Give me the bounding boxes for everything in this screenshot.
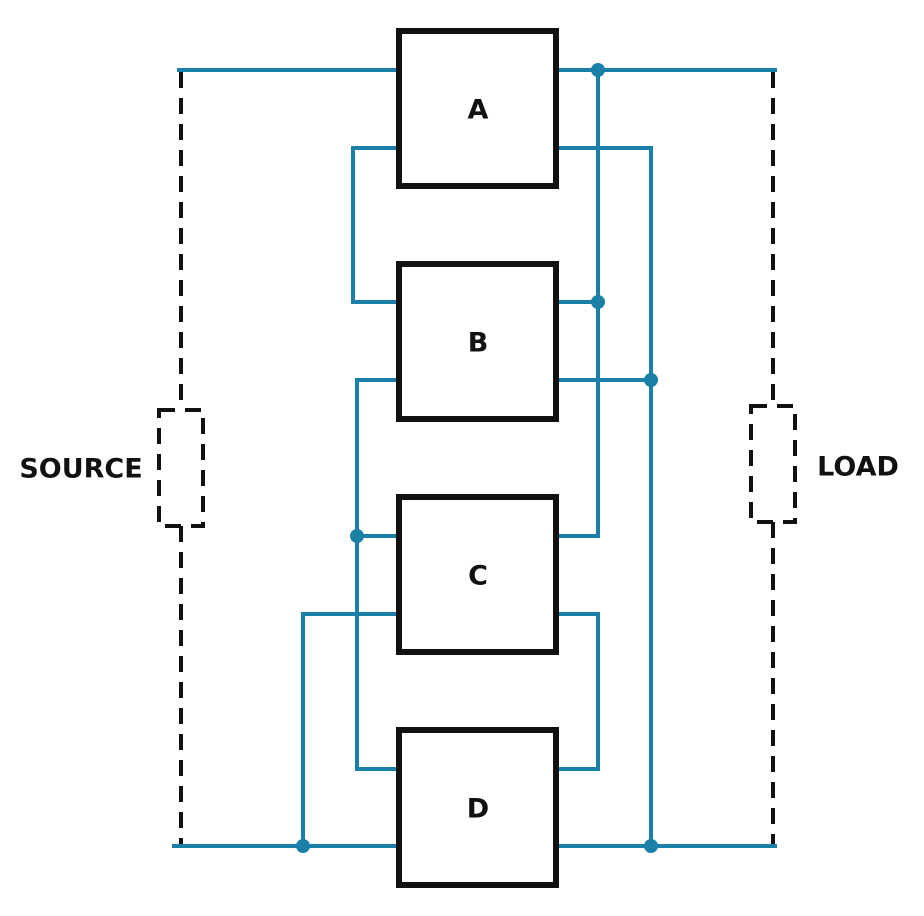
block-d: D bbox=[396, 727, 559, 888]
block-c-label: C bbox=[468, 561, 488, 592]
wire-a-left-to-b-left bbox=[351, 146, 399, 304]
load-label: LOAD bbox=[817, 452, 899, 483]
wire-b-left-to-d-left bbox=[355, 378, 399, 771]
block-d-box bbox=[396, 727, 559, 888]
wire-c-right-to-d-right bbox=[556, 612, 600, 771]
wire-a-right-to-vertical-bus bbox=[556, 146, 653, 846]
junction-dot bbox=[296, 839, 310, 853]
wiring bbox=[172, 63, 777, 853]
junction-dot bbox=[591, 63, 605, 77]
load-element bbox=[749, 404, 797, 524]
block-a-label: A bbox=[468, 95, 489, 126]
block-b-box bbox=[396, 261, 559, 422]
block-a: A bbox=[396, 28, 559, 189]
source-element bbox=[157, 408, 205, 528]
block-c-box bbox=[396, 494, 559, 655]
block-b: B bbox=[396, 261, 559, 422]
source-branch: SOURCE bbox=[19, 72, 205, 846]
source-label: SOURCE bbox=[19, 454, 142, 485]
load-branch: LOAD bbox=[749, 72, 899, 846]
block-b-label: B bbox=[468, 328, 489, 359]
block-a-box bbox=[396, 28, 559, 189]
block-d-label: D bbox=[467, 794, 489, 825]
junction-dot bbox=[644, 839, 658, 853]
junction-dot bbox=[350, 529, 364, 543]
wire-c-left-to-source-bottom bbox=[301, 612, 399, 846]
wire-top-junction-to-c bbox=[556, 70, 600, 538]
junction-dot bbox=[591, 295, 605, 309]
junction-dot bbox=[644, 373, 658, 387]
block-c: C bbox=[396, 494, 559, 655]
